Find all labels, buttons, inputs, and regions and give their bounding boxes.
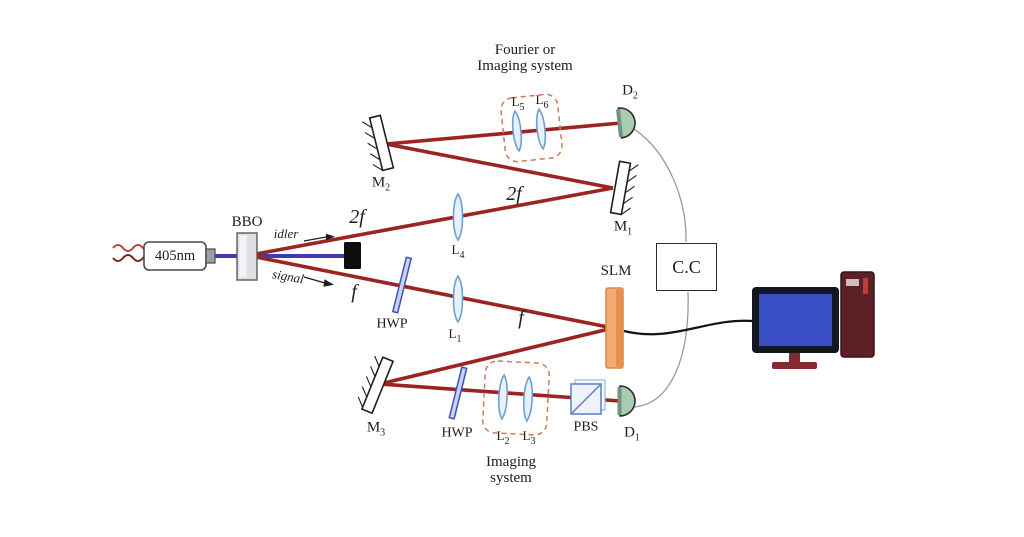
mirror-m2-label: M2: [371, 174, 391, 194]
imaging-system-label-line1: Imaging: [486, 453, 536, 470]
wire-d2-to-cc: [633, 128, 687, 243]
imaging-system-label-line2: system: [490, 469, 532, 486]
mirror-m1-label: M1: [613, 218, 633, 238]
monitor-stand: [789, 353, 800, 363]
lens-l3-label: L3: [522, 428, 536, 447]
beam-bbo-to-slm: [255, 255, 614, 330]
hwp-top-label: HWP: [376, 316, 408, 332]
bbo-label: BBO: [231, 213, 263, 230]
mirror-m3: [357, 355, 395, 415]
beam-dump: [344, 242, 361, 269]
monitor-screen: [759, 294, 832, 346]
pbs-label: PBS: [573, 419, 599, 435]
slm-label: SLM: [600, 262, 632, 279]
lens-l6: [535, 107, 547, 151]
bbo-crystal: [236, 232, 258, 281]
distance-f-label-2: f: [518, 307, 524, 329]
lens-l2: [497, 373, 509, 421]
mirror-m1: [609, 160, 639, 216]
imaging-system-box: [482, 360, 550, 436]
lens-l1-label: L1: [448, 326, 462, 345]
monitor-base: [772, 362, 817, 369]
laser-source: [143, 241, 216, 271]
detector-d2: [616, 107, 636, 139]
fourier-system-box: [500, 93, 563, 163]
tower-accent: [863, 278, 868, 294]
wire-slm-to-computer: [623, 319, 754, 336]
fourier-system-label-line1: Fourier or: [494, 41, 556, 58]
lens-l5: [511, 109, 523, 153]
lens-l4: [452, 192, 464, 242]
hwp-bottom-label: HWP: [441, 425, 473, 441]
hwp-top: [391, 256, 413, 314]
tower-detail: [846, 279, 859, 286]
coincidence-counter-box: C.C: [656, 243, 717, 291]
fourier-system-label-line2: Imaging system: [477, 57, 573, 74]
beam-m1-to-m2: [385, 142, 614, 190]
beam-m2-to-d2: [385, 121, 622, 146]
mirror-m2: [362, 114, 395, 172]
distance-2f-label-1: 2f: [349, 206, 365, 228]
detector-d2-label: D2: [622, 82, 638, 102]
idler-arrow: [303, 233, 335, 242]
mirror-m3-label: M3: [366, 419, 386, 439]
slm-panel: [605, 287, 624, 369]
lens-l1: [452, 274, 464, 324]
distance-2f-label-2: 2f: [506, 183, 522, 205]
distance-f-label-1: f: [351, 281, 357, 303]
idler-label: idler: [273, 225, 299, 241]
beam-paths: [255, 121, 622, 403]
computer: [752, 271, 875, 369]
lens-l4-label: L4: [451, 242, 465, 261]
lens-l2-label: L2: [496, 428, 510, 447]
hwp-bottom: [448, 366, 468, 420]
signal-arrow: [303, 276, 334, 287]
lens-l6-label: L6: [535, 92, 549, 111]
beam-slm-to-m3: [379, 326, 614, 386]
pbs-cube: [570, 379, 606, 415]
coincidence-counter-label: C.C: [672, 256, 701, 277]
wire-d1-to-cc: [633, 291, 689, 408]
beam-bbo-to-m1: [255, 186, 614, 256]
detector-d1-label: D1: [624, 424, 640, 444]
electronic-wires: [623, 128, 754, 408]
lens-l3: [522, 375, 534, 423]
detector-d1: [617, 385, 636, 417]
lens-l5-label: L5: [511, 94, 525, 113]
laser-label: 405nm: [154, 248, 196, 265]
